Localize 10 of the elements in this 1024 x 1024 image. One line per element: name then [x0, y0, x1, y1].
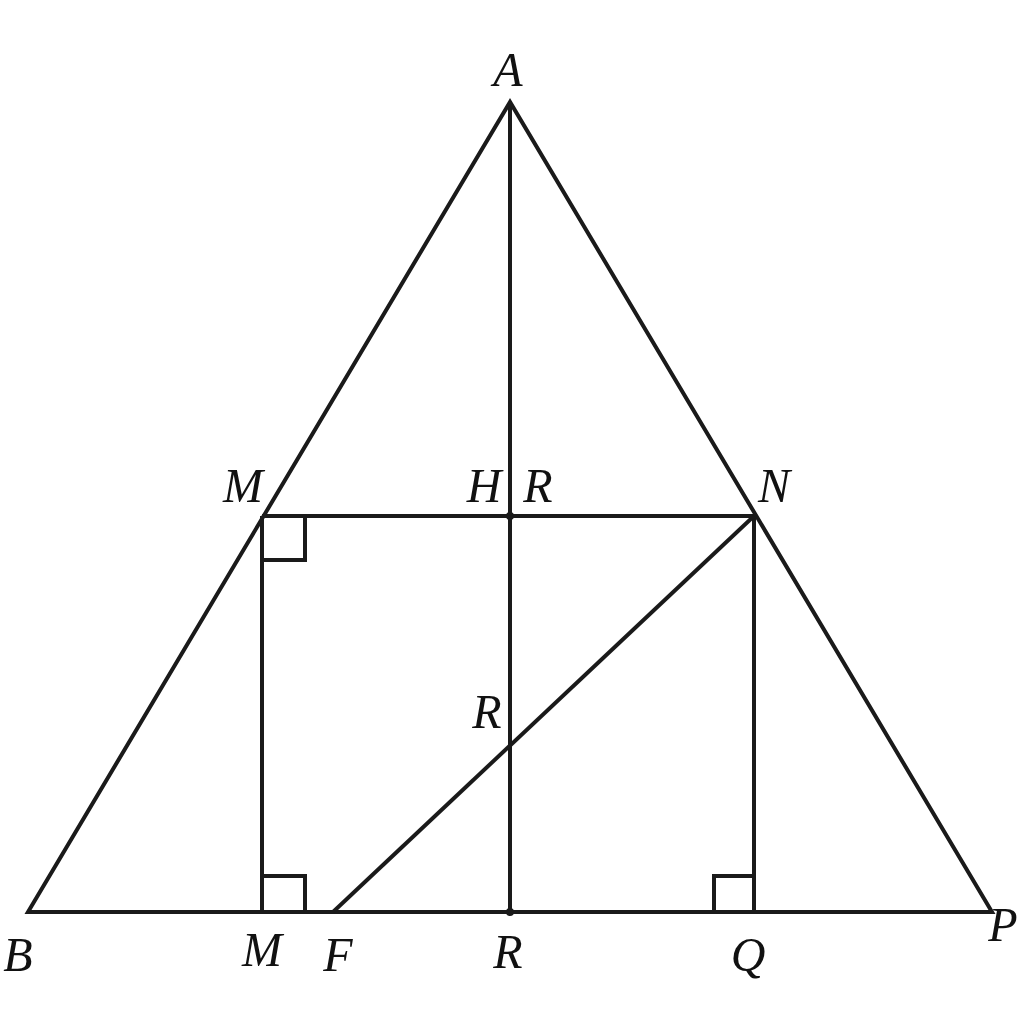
point-label: Q: [730, 931, 766, 979]
point-label: M: [223, 462, 263, 510]
point-label: F: [323, 931, 353, 979]
point-label: B: [3, 931, 33, 979]
point-label: P: [988, 901, 1018, 949]
point-label: M: [242, 926, 282, 974]
point-label: R: [472, 688, 502, 736]
point-label: R: [523, 462, 553, 510]
point-label: H: [466, 462, 502, 510]
point-label: R: [493, 928, 523, 976]
